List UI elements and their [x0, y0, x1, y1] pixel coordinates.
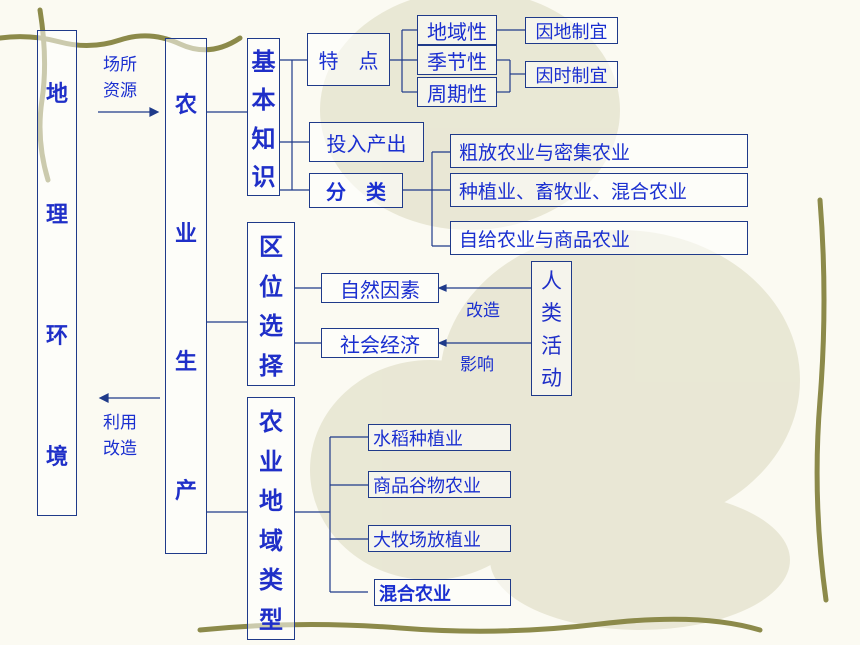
classify-item-2: 种植业、畜牧业、混合农业 — [450, 173, 748, 207]
seasonality-label: 季节性 — [427, 49, 487, 74]
arrow-right-label-1: 场所 — [103, 55, 137, 75]
input-output-box: 投入产出 — [309, 122, 424, 162]
classify-item-label: 粗放农业与密集农业 — [459, 141, 631, 164]
agri-char: 业 — [174, 221, 197, 247]
types-char: 域 — [259, 526, 283, 555]
human-char: 类 — [541, 301, 562, 326]
agri-char: 产 — [174, 478, 197, 504]
classify-item-3: 自给农业与商品农业 — [450, 221, 748, 255]
types-char: 业 — [259, 447, 283, 476]
rice-cultivation-label: 水稻种植业 — [373, 428, 463, 450]
location-choice-box: 区 位 选 择 — [247, 222, 295, 386]
root-char: 理 — [45, 202, 68, 228]
ranching-label: 大牧场放植业 — [373, 529, 481, 551]
agri-char: 农 — [174, 93, 197, 119]
arrow-left-label-1: 利用 — [103, 413, 137, 433]
features-label: 特 点 — [318, 49, 379, 73]
types-char: 地 — [259, 487, 283, 516]
socio-economic-box: 社会经济 — [321, 328, 439, 358]
location-char: 择 — [259, 351, 283, 380]
types-char: 农 — [259, 408, 283, 437]
seasonal-adaptation-label: 因时制宜 — [535, 65, 608, 87]
regionality-label: 地域性 — [427, 19, 487, 44]
arrow-right-label-2: 资源 — [103, 81, 137, 101]
human-char: 活 — [541, 333, 562, 358]
types-char: 型 — [259, 605, 283, 634]
periodicity-box: 周期性 — [417, 77, 497, 107]
rice-cultivation-box: 水稻种植业 — [368, 424, 511, 451]
types-char: 类 — [259, 566, 283, 595]
human-activity-box: 人 类 活 动 — [531, 261, 572, 396]
socio-economic-label: 社会经济 — [340, 332, 420, 357]
natural-factors-box: 自然因素 — [321, 273, 439, 303]
location-char: 区 — [259, 233, 283, 262]
location-char: 位 — [259, 272, 283, 301]
basic-char: 识 — [251, 162, 276, 191]
basic-char: 本 — [251, 86, 276, 115]
agricultural-production-box: 农 业 生 产 — [165, 38, 207, 554]
human-char: 动 — [541, 366, 562, 391]
arrow-left-label-2: 改造 — [103, 439, 137, 459]
root-char: 地 — [45, 81, 68, 107]
geographic-environment-box: 地 理 环 境 — [37, 30, 77, 516]
human-char: 人 — [541, 268, 562, 293]
input-output-label: 投入产出 — [326, 131, 407, 156]
location-char: 选 — [259, 312, 283, 341]
classify-item-1: 粗放农业与密集农业 — [450, 134, 748, 168]
features-box: 特 点 — [307, 33, 390, 86]
modify-label: 改造 — [466, 301, 500, 321]
natural-factors-label: 自然因素 — [340, 277, 420, 302]
influence-label: 影响 — [460, 355, 494, 375]
basic-char: 基 — [251, 48, 276, 77]
basic-char: 知 — [251, 124, 276, 153]
seasonality-box: 季节性 — [417, 45, 497, 75]
local-adaptation-box: 因地制宜 — [525, 17, 618, 44]
root-char: 境 — [45, 444, 68, 470]
commercial-grain-label: 商品谷物农业 — [373, 475, 481, 497]
local-adaptation-label: 因地制宜 — [535, 21, 608, 43]
commercial-grain-box: 商品谷物农业 — [368, 471, 511, 498]
agricultural-region-types-box: 农 业 地 域 类 型 — [247, 397, 295, 640]
ranching-box: 大牧场放植业 — [368, 525, 511, 552]
basic-knowledge-box: 基 本 知 识 — [247, 38, 280, 196]
agri-char: 生 — [174, 350, 197, 376]
root-char: 环 — [45, 323, 68, 349]
seasonal-adaptation-box: 因时制宜 — [525, 61, 618, 88]
classify-item-label: 种植业、畜牧业、混合农业 — [459, 180, 688, 203]
classification-box: 分 类 — [309, 173, 403, 208]
periodicity-label: 周期性 — [427, 81, 487, 106]
regionality-box: 地域性 — [417, 15, 497, 45]
mixed-farming-box: 混合农业 — [374, 579, 511, 606]
classification-label: 分 类 — [326, 180, 386, 204]
mixed-farming-label: 混合农业 — [379, 583, 451, 605]
classify-item-label: 自给农业与商品农业 — [459, 228, 631, 251]
